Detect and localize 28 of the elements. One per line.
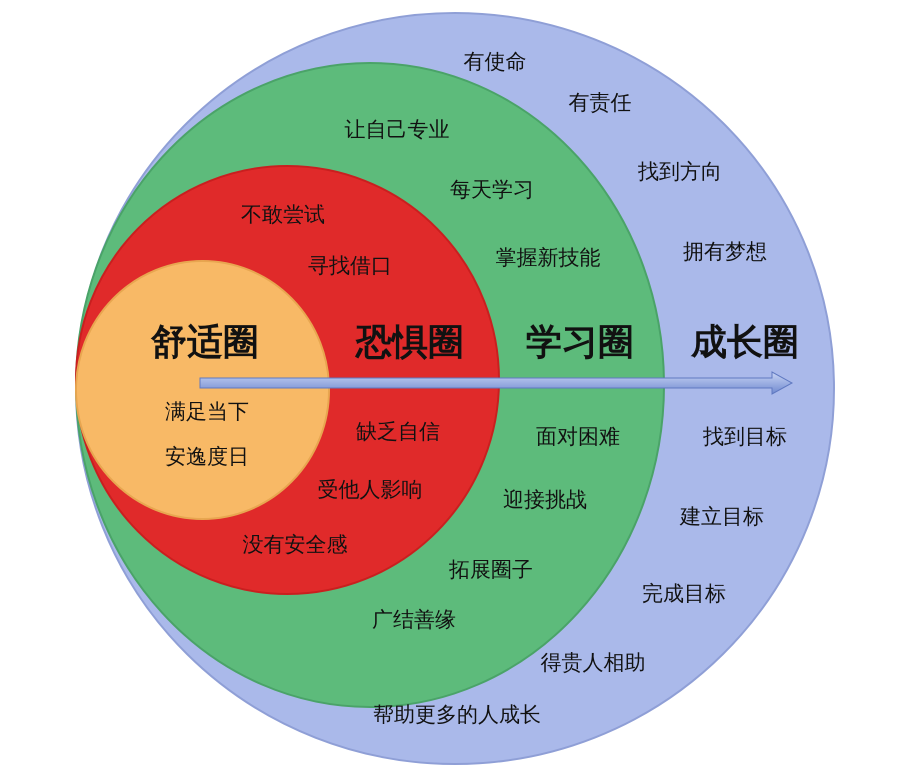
circle-item: 完成目标 xyxy=(642,582,726,606)
circle-item: 找到目标 xyxy=(703,425,787,449)
circle-item: 有责任 xyxy=(568,91,632,115)
zone-circle xyxy=(75,12,835,765)
circle-item: 拓展圈子 xyxy=(449,558,533,582)
circle-item: 面对困难 xyxy=(536,425,620,449)
circle-item: 每天学习 xyxy=(450,178,534,202)
circle-item: 迎接挑战 xyxy=(503,488,587,512)
circle-item: 没有安全感 xyxy=(242,533,348,557)
circle-item: 掌握新技能 xyxy=(496,246,600,270)
circle-item: 满足当下 xyxy=(165,400,249,424)
circle-item: 让自己专业 xyxy=(344,118,450,142)
circle-item: 帮助更多的人成长 xyxy=(373,703,541,727)
circle-item: 找到方向 xyxy=(638,160,722,184)
circle-item: 广结善缘 xyxy=(372,608,456,632)
circle-item: 拥有梦想 xyxy=(683,240,767,264)
circle-item: 安逸度日 xyxy=(165,445,249,469)
circle-item: 受他人影响 xyxy=(318,478,422,502)
circle-item: 寻找借口 xyxy=(308,254,392,278)
circle-item: 建立目标 xyxy=(680,505,764,529)
circle-item: 有使命 xyxy=(464,50,526,74)
circle-item: 得贵人相助 xyxy=(540,651,646,675)
circle-item: 不敢尝试 xyxy=(241,203,325,227)
circle-title: 恐惧圈 xyxy=(356,323,464,363)
circle-title: 成长圈 xyxy=(691,323,799,363)
circle-item: 缺乏自信 xyxy=(356,420,440,444)
circle-title: 学习圈 xyxy=(526,323,634,363)
circle-title: 舒适圈 xyxy=(151,323,259,363)
